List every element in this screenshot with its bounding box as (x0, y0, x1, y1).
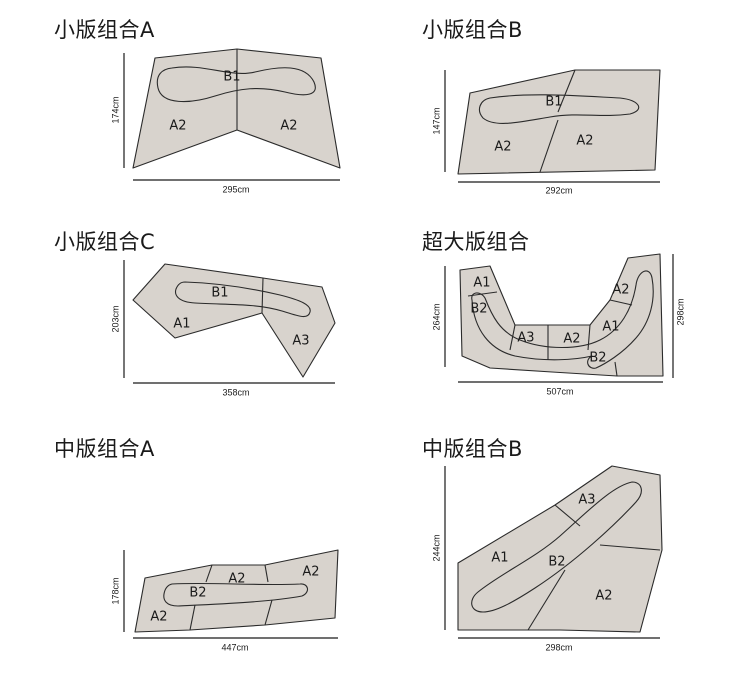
module-label: B1 (211, 286, 228, 301)
module-label: B1 (223, 70, 240, 85)
module-piece (459, 253, 664, 377)
module-piece (457, 465, 663, 633)
module-seam (587, 324, 591, 351)
module-piece (457, 69, 661, 175)
backrest-outline (478, 94, 640, 124)
backrest-outline (174, 281, 311, 318)
module-label: A3 (292, 334, 309, 349)
module-label: A2 (595, 589, 612, 604)
module-label: B2 (470, 302, 487, 317)
module-seam (509, 324, 516, 351)
module-seam (205, 564, 213, 583)
module-label: A2 (228, 572, 245, 587)
module-seam (527, 569, 566, 631)
module-label: A3 (517, 331, 534, 346)
config-title-medium-b: 中版组合B (422, 437, 523, 461)
depth-dimension: 174cm (110, 96, 120, 123)
depth-dimension-2: 298cm (675, 298, 685, 325)
backrest-outline (163, 582, 308, 607)
module-piece (132, 263, 336, 378)
module-label: B2 (589, 351, 606, 366)
module-seam (539, 119, 559, 173)
module-label: A2 (494, 140, 511, 155)
config-title-extra-large: 超大版组合 (422, 230, 530, 254)
depth-dimension: 203cm (110, 305, 120, 332)
width-dimension: 292cm (545, 185, 572, 195)
depth-dimension: 244cm (431, 534, 441, 561)
depth-dimension: 147cm (431, 107, 441, 134)
module-label: A3 (578, 493, 595, 508)
config-title-medium-a: 中版组合A (54, 437, 155, 461)
width-dimension: 358cm (222, 387, 249, 397)
layout-medium-a: B2 A2 A2 A2 447cm 178cm (110, 549, 339, 652)
module-label: A2 (576, 134, 593, 149)
module-label: B1 (545, 95, 562, 110)
module-label: A1 (473, 276, 490, 291)
module-piece (134, 549, 339, 633)
layout-small-b: B1 A2 A2 292cm 147cm (431, 69, 661, 195)
width-dimension: 298cm (545, 642, 572, 652)
width-dimension: 295cm (222, 184, 249, 194)
module-label: A2 (612, 283, 629, 298)
backrest-outline (156, 66, 316, 103)
module-seam (554, 504, 581, 527)
module-seam (609, 299, 633, 306)
module-label: A2 (563, 332, 580, 347)
layout-small-a: B1 A2 A2 295cm 174cm (110, 48, 341, 194)
module-seam (599, 544, 661, 551)
layout-small-c: B1 A1 A3 358cm 203cm (110, 260, 336, 397)
width-dimension: 507cm (546, 386, 573, 396)
config-title-small-c: 小版组合C (54, 230, 156, 254)
module-label: A2 (280, 119, 297, 134)
config-title-small-b: 小版组合B (422, 18, 523, 42)
module-label: B2 (189, 586, 206, 601)
module-label: A1 (491, 551, 508, 566)
backrest-outline (471, 481, 642, 613)
module-label: A2 (302, 565, 319, 580)
module-seam (557, 69, 576, 113)
module-label: A2 (150, 610, 167, 625)
backrest-outline (471, 270, 654, 369)
module-seam (264, 599, 273, 626)
module-label: A1 (602, 320, 619, 335)
module-seam (614, 361, 618, 377)
width-dimension: 447cm (221, 642, 248, 652)
module-label: A2 (169, 119, 186, 134)
module-label: A1 (173, 317, 190, 332)
layout-medium-b: A3 A1 B2 A2 298cm 244cm (431, 465, 663, 652)
module-label: B2 (548, 555, 565, 570)
module-seam (189, 604, 196, 631)
depth-dimension: 178cm (110, 577, 120, 604)
layout-extra-large: A1 B2 A3 A2 A1 A2 B2 507cm 264cm 298cm (431, 253, 685, 396)
depth-dimension: 264cm (431, 303, 441, 330)
config-title-small-a: 小版组合A (54, 18, 155, 42)
module-seam (264, 564, 269, 583)
